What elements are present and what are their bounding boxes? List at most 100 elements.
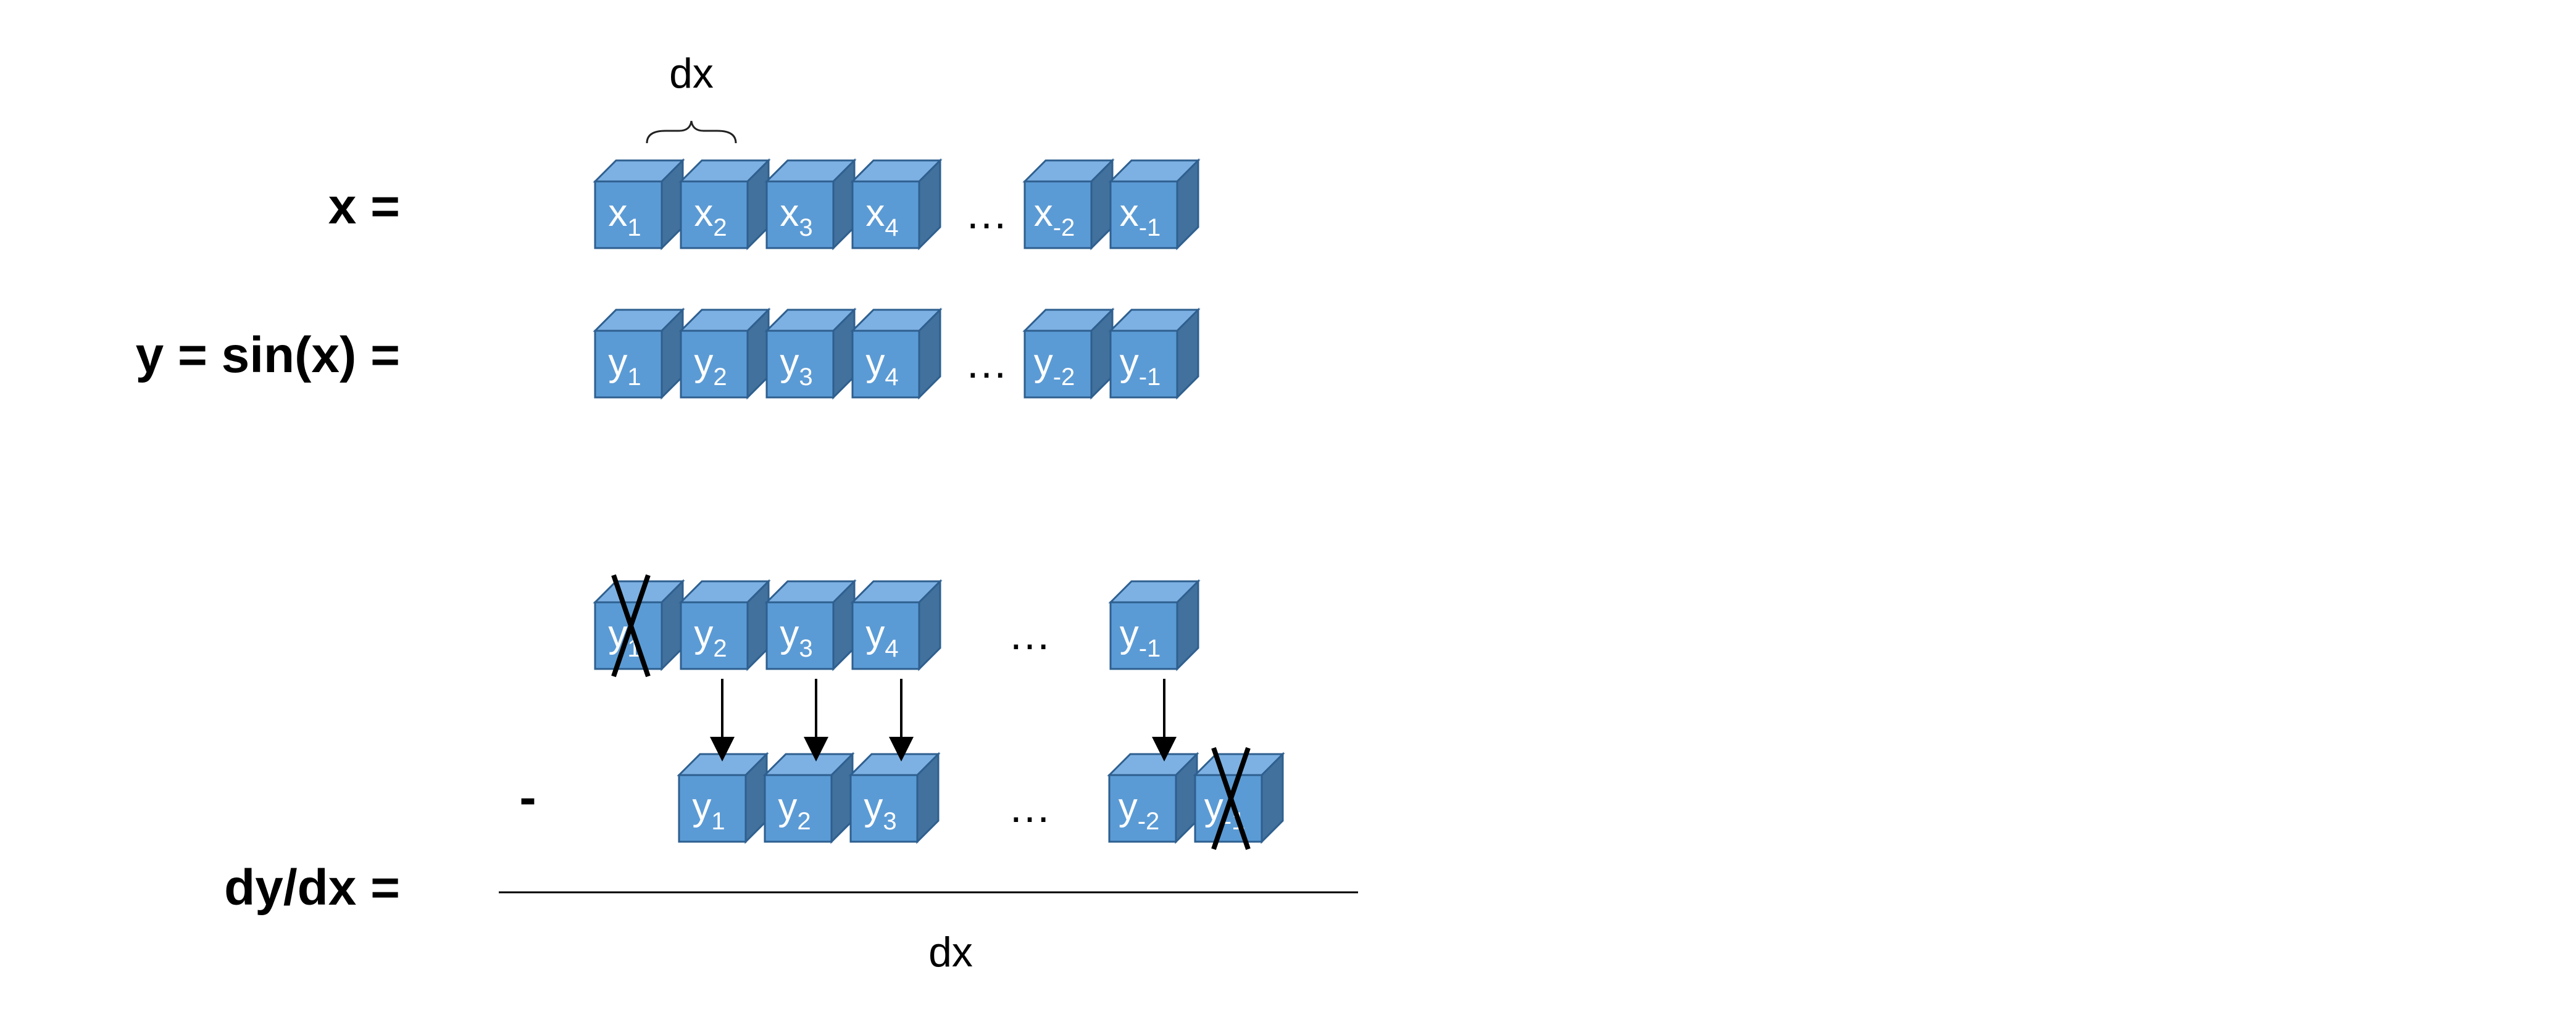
cube-front-face (680, 601, 749, 670)
y-cube-y3: y3 (764, 307, 857, 400)
cube-label-subscript: 2 (713, 363, 727, 391)
x-cube-x3: x3 (764, 158, 857, 251)
cube-front-face (764, 774, 833, 843)
cube-label-base: y (778, 786, 797, 828)
cube-label-base: x (694, 192, 713, 234)
cube-label-subscript: 4 (885, 635, 898, 662)
cube-front-face (765, 330, 835, 399)
cube-label-base: y (780, 341, 799, 384)
cube-label: x4 (865, 192, 898, 241)
cube-label-base: y (1034, 341, 1053, 384)
y-cube-y1: y1 (593, 307, 685, 400)
cube-label-base: x (780, 192, 799, 234)
cube-label-base: y (694, 613, 713, 655)
bottom-diff-cube-y1: y1 (677, 752, 769, 844)
cube-label: x-2 (1034, 192, 1075, 241)
x-cube-x1: x1 (593, 158, 685, 251)
dydx-label: dy/dx = (224, 860, 400, 916)
ellipsis-y-row: … (965, 339, 1008, 387)
top-diff-cube-y3: y3 (764, 579, 857, 671)
y-cube-y-2: y-2 (1022, 307, 1115, 400)
dx-brace (646, 120, 737, 144)
cube-label-subscript: 3 (799, 635, 812, 662)
cube-label: y3 (780, 341, 812, 391)
cube-label-base: x (608, 192, 627, 234)
bottom-diff-cube-y2: y2 (762, 752, 855, 844)
x-cube-x2: x2 (678, 158, 771, 251)
x-cube-x-1: x-1 (1108, 158, 1201, 251)
cube-label: y1 (692, 786, 725, 835)
cube-label-base: y (1204, 786, 1223, 828)
minus-sign: - (519, 770, 536, 826)
cube-front-face (851, 180, 920, 249)
cube-label-subscript: 1 (627, 214, 641, 241)
cube-label-base: y (865, 341, 885, 384)
cube-front-face (1109, 180, 1178, 249)
cube-label-subscript: 1 (627, 363, 641, 391)
cube-label-subscript: 4 (885, 363, 898, 391)
cube-label-subscript: -2 (1053, 214, 1075, 241)
cube-front-face (680, 330, 749, 399)
cube-front-face (1023, 180, 1093, 249)
cube-label-base: y (1119, 786, 1138, 828)
top-diff-cube-y2: y2 (678, 579, 771, 671)
cube-front-face (849, 774, 919, 843)
cube-label-base: x (1120, 192, 1139, 234)
cube-label: y3 (864, 786, 896, 835)
cube-label-base: y (1120, 613, 1139, 655)
ellipsis-bottom-diff-row: … (1008, 783, 1051, 831)
cube-label-base: y (694, 341, 713, 384)
cube-label: y4 (865, 341, 898, 391)
cube-label-subscript: -2 (1053, 363, 1075, 391)
top-diff-cube-y-1: y-1 (1108, 579, 1201, 671)
top-diff-cube-y1: y1 (593, 574, 685, 678)
cube-front-face (1023, 330, 1093, 399)
cube-label-base: y (1120, 341, 1139, 384)
dx-top-label: dx (669, 50, 714, 97)
cube-front-face (594, 180, 663, 249)
cube-front-face (1109, 601, 1178, 670)
bottom-diff-cube-y-2: y-2 (1107, 752, 1199, 844)
y-cube-y-1: y-1 (1108, 307, 1201, 400)
ellipsis-x-row: … (965, 189, 1008, 238)
cube-label-subscript: -1 (1139, 363, 1161, 391)
cube-front-face (594, 330, 663, 399)
x-row-label: x = (328, 178, 400, 234)
y-cube-y4: y4 (850, 307, 943, 400)
cube-label: y2 (778, 786, 811, 835)
cube-label-subscript: -1 (1139, 214, 1161, 241)
cube-label: x1 (608, 192, 641, 241)
cube-label-subscript: 1 (711, 808, 725, 835)
cube-front-face (765, 180, 835, 249)
y-row-label: y = sin(x) = (136, 327, 400, 383)
cube-label-subscript: 3 (799, 214, 812, 241)
cube-label: y2 (694, 341, 727, 391)
dx-denominator-label: dx (928, 929, 973, 976)
cube-label: y1 (608, 341, 641, 391)
cube-label-subscript: 2 (713, 214, 727, 241)
cube-label-subscript: -1 (1139, 635, 1161, 662)
y-cube-y2: y2 (678, 307, 771, 400)
cube-label: x-1 (1120, 192, 1161, 241)
bottom-diff-cube-y3: y3 (848, 752, 941, 844)
cube-label-base: y (608, 341, 627, 384)
x-cube-x-2: x-2 (1022, 158, 1115, 251)
cube-label: y4 (865, 613, 898, 662)
top-diff-cube-y4: y4 (850, 579, 943, 671)
x-cube-x4: x4 (850, 158, 943, 251)
bottom-diff-cube-y-1: y-1 (1193, 747, 1285, 850)
cube-label-base: y (692, 786, 711, 828)
cube-front-face (1108, 774, 1177, 843)
cube-label-subscript: 3 (799, 363, 812, 391)
cube-label: x2 (694, 192, 727, 241)
cube-label-subscript: 2 (713, 635, 727, 662)
cube-label: y3 (780, 613, 812, 662)
cube-label-base: x (865, 192, 885, 234)
cube-label-subscript: 4 (885, 214, 898, 241)
cube-label-base: y (780, 613, 799, 655)
cube-label: y-2 (1119, 786, 1160, 835)
